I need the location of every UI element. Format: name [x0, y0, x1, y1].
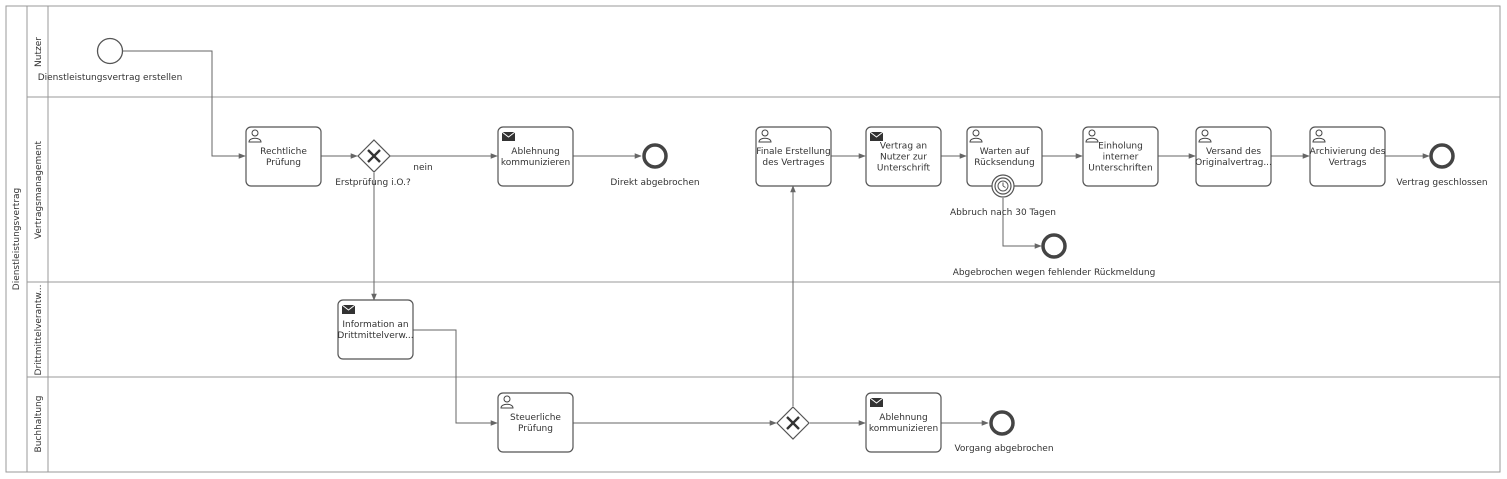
task-label-line: Vertrag an: [880, 142, 927, 152]
task-box: [337, 299, 414, 360]
gateway-erstpruefung[interactable]: Erstprüfung i.O.?: [335, 139, 411, 188]
task-box: [865, 126, 942, 187]
x-icon: [367, 149, 381, 163]
timer-boundary-event[interactable]: Abbruch nach 30 Tagen: [950, 174, 1056, 218]
user-icon: [969, 129, 983, 143]
task-box: [1195, 126, 1272, 187]
task-versand-originalvertrag[interactable]: Versand desOriginalvertrag...: [1195, 126, 1272, 187]
user-icon: [500, 395, 514, 409]
envelope-icon: [341, 304, 356, 314]
task-label-line: Einholung: [1098, 142, 1143, 152]
sequence-flows: [123, 50, 1430, 426]
task-box: [1309, 126, 1386, 187]
gateway-buchhaltung[interactable]: [776, 406, 810, 440]
task-label-line: interner: [1103, 153, 1139, 163]
task-label-line: Prüfung: [518, 424, 553, 434]
clock-icon: [997, 180, 1009, 192]
task-information-drittmittel[interactable]: Information anDrittmittelverw...: [337, 299, 414, 360]
x-icon: [786, 416, 800, 430]
user-icon: [1312, 129, 1326, 143]
end-event-direkt[interactable]: Direkt abgebrochen: [610, 143, 700, 188]
end-event-vorgang-label: Vorgang abgebrochen: [954, 444, 1053, 454]
task-label-line: Archivierung des: [1310, 147, 1386, 157]
flow-label-nein: nein: [413, 163, 432, 173]
end-event-direkt-label: Direkt abgebrochen: [610, 178, 699, 188]
end-event-geschlossen-label: Vertrag geschlossen: [1396, 178, 1487, 188]
task-box: [245, 126, 322, 187]
envelope-icon: [869, 397, 884, 407]
task-box: [755, 126, 832, 187]
task-label-line: Rücksendung: [974, 158, 1034, 168]
task-label-line: Ablehnung: [879, 413, 927, 423]
task-box: [865, 392, 942, 453]
task-label-line: Originalvertrag...: [1195, 158, 1272, 168]
user-icon: [248, 129, 262, 143]
lane-label-nutzer: Nutzer: [34, 37, 44, 67]
task-box: [497, 126, 574, 187]
task-label-line: Prüfung: [266, 158, 301, 168]
lane-label-drittmittel: Drittmittelverantw...: [34, 285, 44, 376]
user-icon: [1085, 129, 1099, 143]
task-label-line: Steuerliche: [510, 413, 561, 423]
task-label-line: Information an: [342, 320, 408, 330]
envelope-icon: [501, 131, 516, 141]
end-event-vorgang[interactable]: Vorgang abgebrochen: [954, 410, 1054, 454]
envelope-icon: [869, 131, 884, 141]
task-label-line: kommunizieren: [501, 158, 570, 168]
task-label-line: Rechtliche: [260, 147, 307, 157]
flow-start-to-rechtliche: [123, 50, 246, 159]
task-label-line: Nutzer zur: [880, 153, 927, 163]
task-label-line: Drittmittelverw...: [337, 331, 413, 341]
start-event[interactable]: Dienstleistungsvertrag erstellen: [38, 37, 183, 84]
start-event-label: Dienstleistungsvertrag erstellen: [38, 73, 183, 83]
flow-information-to-steuerliche: [411, 329, 498, 426]
lane-labels: Nutzer Vertragsmanagement Drittmittelver…: [34, 37, 44, 453]
end-event-geschlossen[interactable]: Vertrag geschlossen: [1396, 143, 1488, 188]
lane-label-vertragsmanagement: Vertragsmanagement: [34, 140, 44, 239]
task-label-line: des Vertrages: [762, 158, 824, 168]
gateway-erstpruefung-label: Erstprüfung i.O.?: [335, 178, 411, 188]
end-event-rueckmeldung[interactable]: Abgebrochen wegen fehlender Rückmeldung: [953, 233, 1156, 278]
timer-event-label: Abbruch nach 30 Tagen: [950, 208, 1056, 218]
pool-label: Dienstleistungsvertrag: [12, 188, 22, 290]
task-label-line: Ablehnung: [511, 147, 559, 157]
task-label-line: kommunizieren: [869, 424, 938, 434]
task-label-line: Vertrags: [1329, 158, 1367, 168]
pool: Dienstleistungsvertrag: [5, 5, 1501, 473]
end-event-rueckmeldung-label: Abgebrochen wegen fehlender Rückmeldung: [953, 268, 1156, 278]
flow-timer-to-end: [1002, 198, 1042, 249]
user-icon: [1198, 129, 1212, 143]
task-box: [497, 392, 574, 453]
task-label-line: Finale Erstellung: [756, 147, 830, 157]
task-label-line: Warten auf: [980, 147, 1030, 157]
lane-label-buchhaltung: Buchhaltung: [34, 396, 44, 453]
task-box: [1082, 126, 1159, 187]
task-label-line: Unterschriften: [1088, 164, 1152, 174]
task-label-line: Versand des: [1206, 147, 1261, 157]
task-label-line: Unterschrift: [877, 164, 931, 174]
user-icon: [758, 129, 772, 143]
